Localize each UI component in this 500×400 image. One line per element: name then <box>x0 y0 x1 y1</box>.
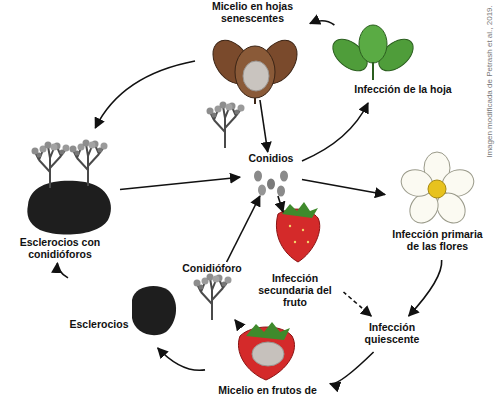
senescent-leaf <box>205 33 305 104</box>
sclerotium <box>27 181 111 235</box>
cycle-arrow <box>310 21 334 25</box>
stage-node: Infección secundaria del fruto <box>245 200 345 300</box>
image-credit: Imagen modificada de Petrash et al., 201… <box>485 0 494 167</box>
calyx <box>246 322 290 340</box>
stage-label: Conidióforo <box>178 262 246 274</box>
conidiophore <box>194 274 232 321</box>
cycle-arrow <box>330 352 374 384</box>
cycle-arrow <box>260 100 268 152</box>
rotten-strawberry <box>238 322 294 380</box>
cycle-arrow <box>302 103 368 161</box>
cycle-arrow <box>344 292 372 316</box>
conidium <box>277 186 285 197</box>
cycle-arrow <box>227 196 260 262</box>
cycle-arrow <box>95 61 195 128</box>
conidium <box>258 185 266 196</box>
stage-label: Infección primaria de las flores <box>385 228 490 252</box>
mycelium-spot <box>243 61 269 91</box>
seed <box>302 229 304 231</box>
sclerotium-small <box>132 286 176 335</box>
stage-label: Infección secundaria del fruto <box>245 272 345 308</box>
cycle-arrow <box>158 348 205 370</box>
seed <box>289 225 291 227</box>
sclerotium <box>132 286 176 335</box>
stage-label: Esclerocios <box>68 318 130 330</box>
fruit-body <box>276 209 319 262</box>
stage-node: Infección primaria de las flores <box>385 148 490 260</box>
stage-label: Micelio en frutos de <box>205 384 330 396</box>
stage-label: Infección de la hoja <box>354 83 452 95</box>
stage-node: Esclerocios con conidióforos <box>5 128 120 263</box>
stage-node: Micelio en hojas senescentes <box>195 0 310 100</box>
stage-node: Esclerocios <box>68 272 176 348</box>
cycle-arrow <box>409 260 442 316</box>
stage-node: Conidios <box>240 152 302 196</box>
leaf-stem <box>254 98 256 104</box>
stage-label: Conidios <box>240 152 302 164</box>
stage-label: Esclerocios con conidióforos <box>5 236 115 260</box>
green-leaf <box>327 25 419 80</box>
sclerotium-large <box>27 181 111 235</box>
leaflet <box>235 46 275 98</box>
leaflet <box>359 25 387 63</box>
mycelium-spot <box>252 342 284 366</box>
conidia <box>254 171 288 197</box>
stage-node: Infección de la hoja <box>322 25 452 103</box>
stage-node: Micelio en frutos de <box>205 322 330 400</box>
cycle-arrow <box>302 180 385 195</box>
seed <box>307 241 309 243</box>
conidiophore <box>70 140 108 187</box>
conidium <box>254 171 262 182</box>
conidium <box>267 179 275 190</box>
cycle-arrow <box>120 177 240 189</box>
stage-node: Infección quiescente <box>352 316 432 352</box>
cycle-arrow <box>278 196 283 212</box>
conidium <box>280 171 288 182</box>
conidiophore <box>207 102 245 149</box>
stage-label: Infección quiescente <box>352 321 432 345</box>
cycle-arrow <box>235 320 240 326</box>
leaf-stem <box>372 62 374 80</box>
stage-label: Micelio en hojas senescentes <box>195 0 310 24</box>
stage-node: Conidióforo <box>178 262 246 320</box>
flower <box>398 152 477 229</box>
cycle-arrow <box>57 263 68 278</box>
flower-center <box>428 180 446 198</box>
seed <box>294 241 296 243</box>
conidiophore <box>32 142 70 189</box>
calyx <box>282 202 318 218</box>
